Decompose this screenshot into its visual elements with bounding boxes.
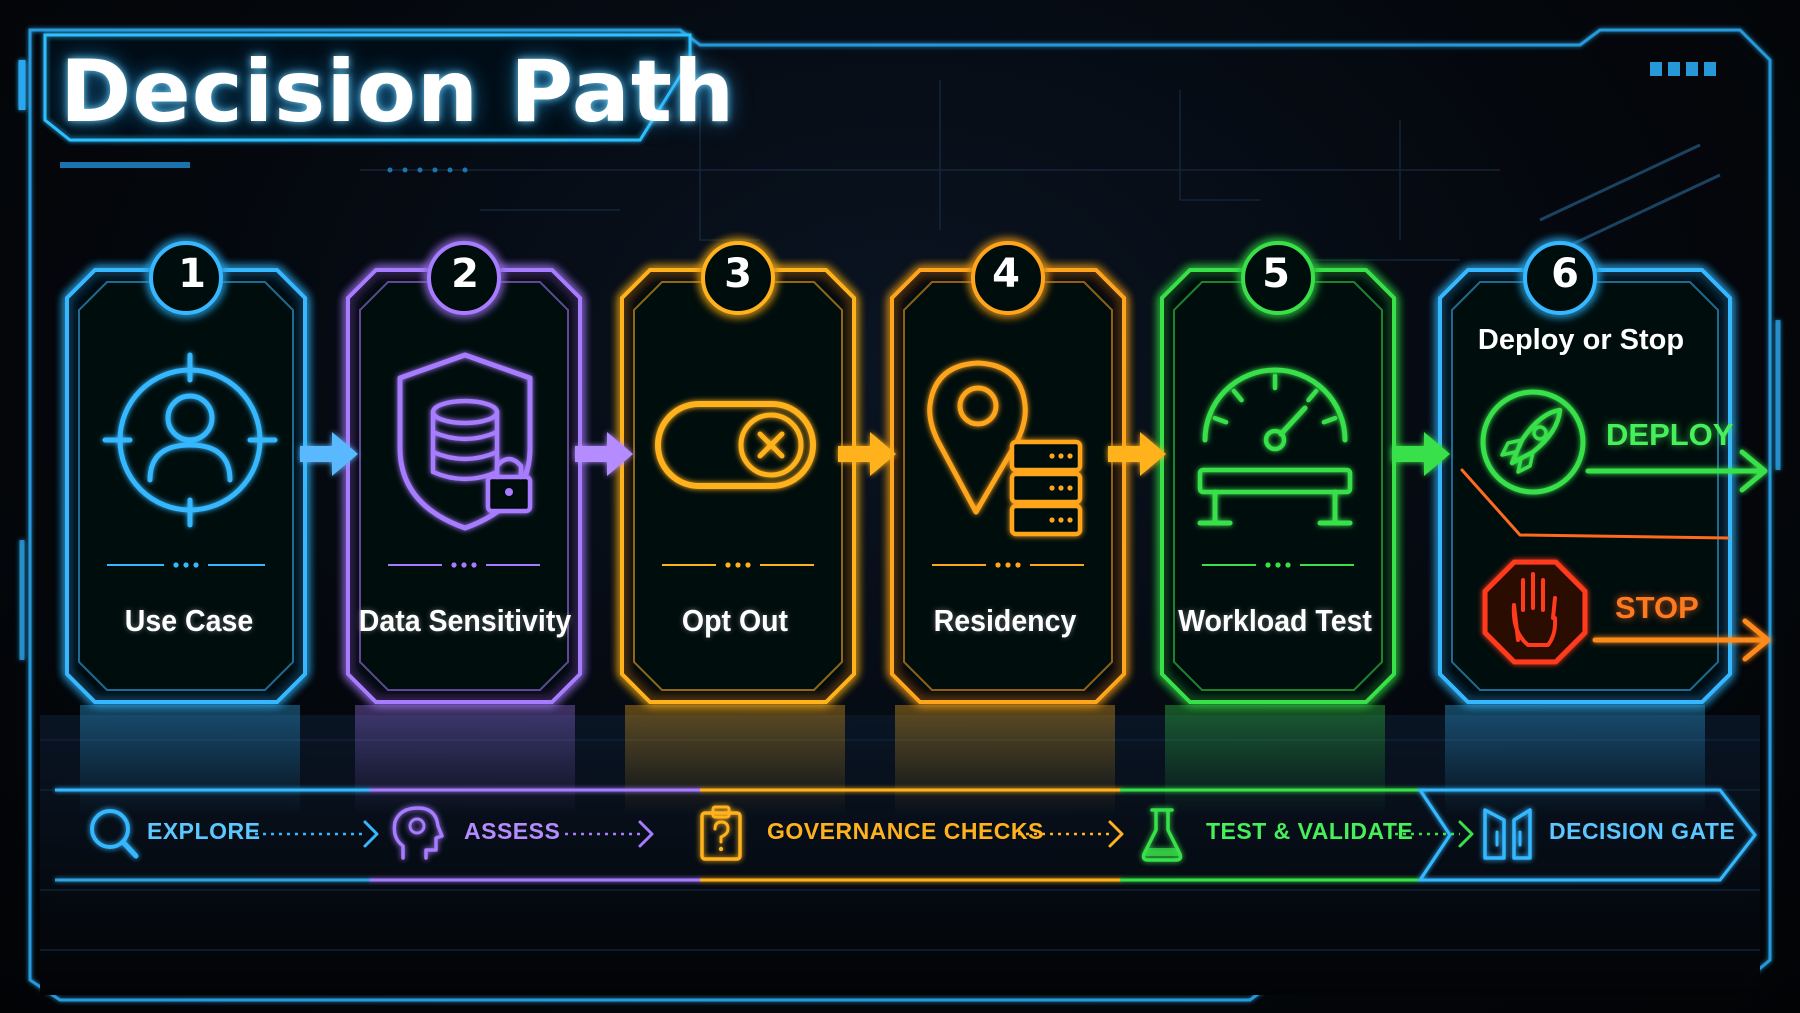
phase-connector-1 xyxy=(255,820,379,848)
divider-dot xyxy=(1265,562,1271,568)
divider-dot xyxy=(173,562,179,568)
divider-dot xyxy=(1015,562,1021,568)
phase-connector-2 xyxy=(565,820,654,848)
step-number-5: 5 xyxy=(1262,251,1290,297)
divider-dot xyxy=(735,562,741,568)
step-label-opt-out: Opt Out xyxy=(681,603,789,638)
step-number-circle xyxy=(1523,241,1597,315)
phase-label-governance-checks: GOVERNANCE CHECKS xyxy=(767,818,1044,844)
divider-dot xyxy=(451,562,457,568)
step-number-2: 2 xyxy=(451,251,479,297)
phase-connector-4 xyxy=(1395,820,1474,848)
divider-dot xyxy=(745,562,751,568)
phase-label-assess: ASSESS xyxy=(464,818,561,844)
step-number-4: 4 xyxy=(992,251,1020,297)
magnifier-icon xyxy=(90,809,139,859)
deploy-label: DEPLOY xyxy=(1606,417,1734,452)
user-target-icon xyxy=(102,352,278,528)
deploy-arrow xyxy=(1585,449,1768,493)
flow-arrow-4 xyxy=(1108,432,1166,476)
card-workload-test xyxy=(1160,241,1396,704)
phase-label-explore: EXPLORE xyxy=(147,818,261,844)
card-residency xyxy=(890,241,1126,704)
flow-arrow-5 xyxy=(1392,432,1450,476)
step-number-6: 6 xyxy=(1551,251,1579,297)
phase-label-test-validate: TEST & VALIDATE xyxy=(1206,818,1414,844)
divider-dot xyxy=(471,562,477,568)
divider-dot xyxy=(725,562,731,568)
phase-label-decision-gate: DECISION GATE xyxy=(1549,818,1736,844)
speedometer-benchmark-icon xyxy=(1197,367,1353,526)
stop-label: STOP xyxy=(1615,590,1699,625)
step-label-workload-test: Workload Test xyxy=(1178,603,1372,638)
stop-hand-icon xyxy=(1482,559,1588,665)
flow-arrow-3 xyxy=(838,432,896,476)
location-server-icon xyxy=(927,360,1083,537)
divider-dot xyxy=(183,562,189,568)
step-number-circle xyxy=(1241,241,1315,315)
step-number-circle xyxy=(701,241,775,315)
step-number-circle xyxy=(427,241,501,315)
stop-arrow xyxy=(1592,618,1771,662)
step-number-circle xyxy=(971,241,1045,315)
flask-icon xyxy=(1141,808,1183,862)
flow-arrow-1 xyxy=(300,432,358,476)
step-number-1: 1 xyxy=(178,251,206,297)
divider-dot xyxy=(193,562,199,568)
divider-dot xyxy=(1285,562,1291,568)
flow-arrow-2 xyxy=(575,432,633,476)
step-label-use-case: Use Case xyxy=(124,603,254,638)
card-use-case xyxy=(65,241,307,704)
divider-dot xyxy=(461,562,467,568)
step-label-residency: Residency xyxy=(933,603,1077,638)
head-gear-icon xyxy=(392,806,444,860)
step-label-data-sensitivity: Data Sensitivity xyxy=(358,603,572,638)
decision-label: Deploy or Stop xyxy=(1477,324,1685,356)
divider-dot xyxy=(1005,562,1011,568)
phase-connector-3 xyxy=(1018,820,1124,848)
step-number-circle xyxy=(149,241,223,315)
step-number-3: 3 xyxy=(724,251,752,297)
toggle-off-icon xyxy=(655,401,816,489)
page-title: Decision Path xyxy=(60,42,736,142)
decision-split-line xyxy=(1460,468,1730,540)
shield-database-lock-icon xyxy=(397,352,533,531)
clipboard-question-icon xyxy=(700,805,742,861)
divider-dot xyxy=(1275,562,1281,568)
rocket-icon xyxy=(1480,389,1586,495)
gate-icon xyxy=(1483,808,1532,860)
divider-dot xyxy=(995,562,1001,568)
